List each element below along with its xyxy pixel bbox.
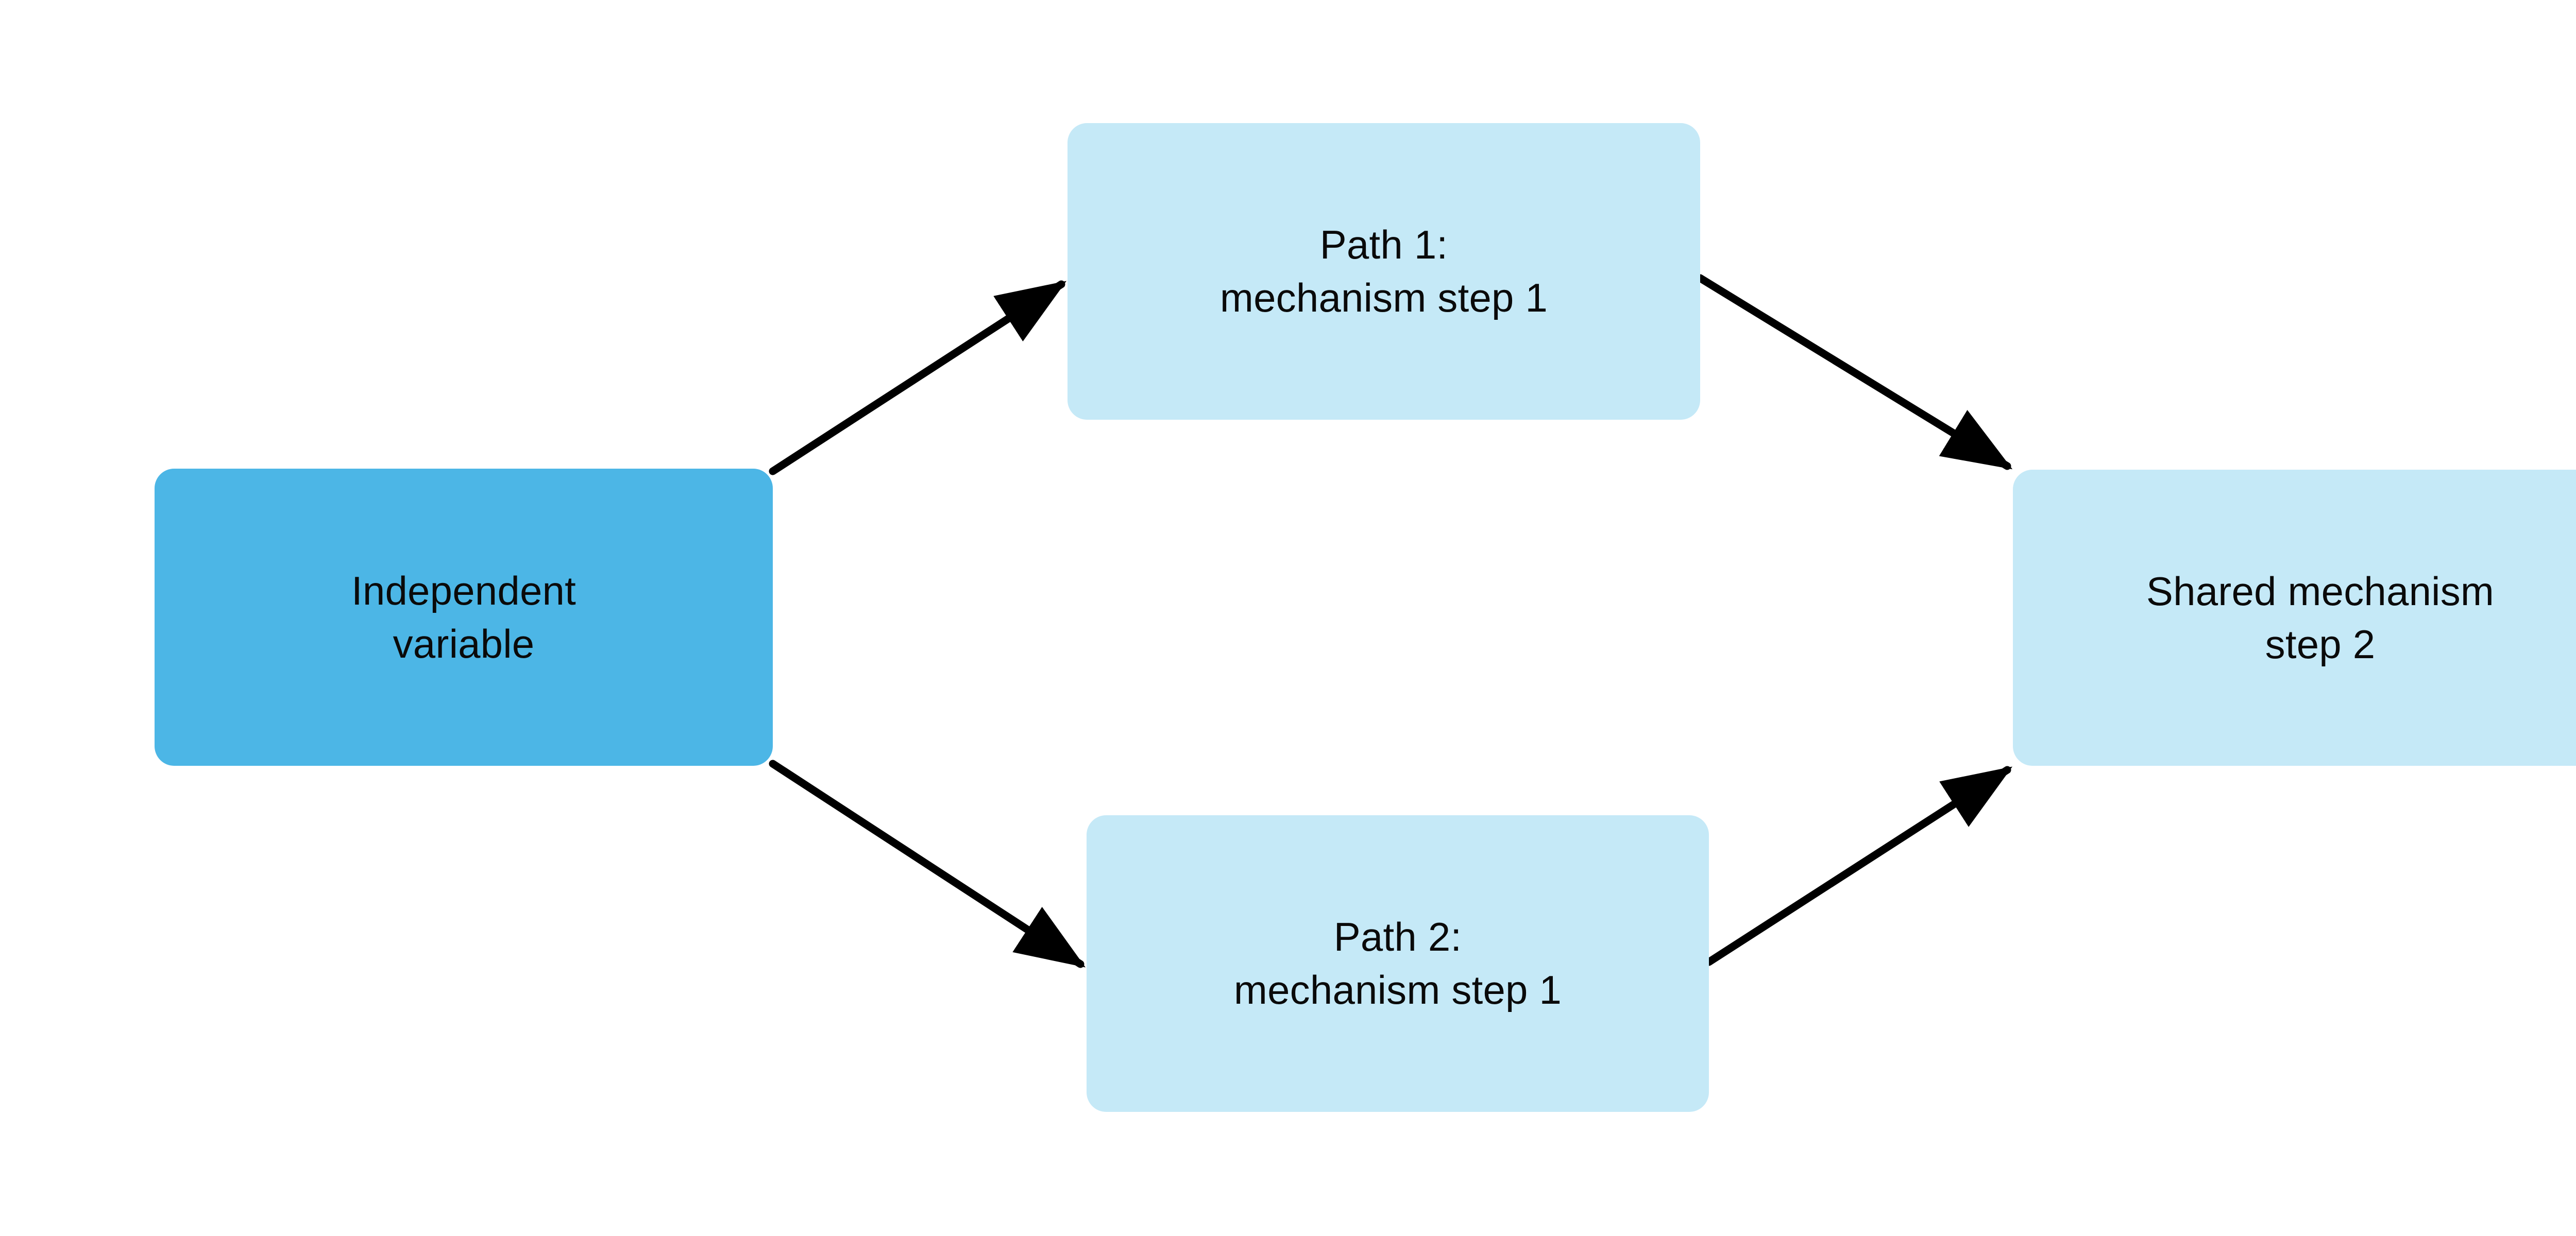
node-path-2-mechanism-step-1[interactable]: Path 2: mechanism step 1 [1087,815,1709,1112]
edge-independent-to-path1 [769,280,1067,475]
edge-path1-to-shared [1696,274,2013,470]
node-shared-mechanism-step-2-label: Shared mechanism step 2 [2146,568,2495,667]
node-path-1-mechanism-step-1[interactable]: Path 1: mechanism step 1 [1067,123,1700,420]
node-shared-mechanism-step-2[interactable]: Shared mechanism step 2 [2013,470,2576,766]
node-path-1-mechanism-step-1-label: Path 1: mechanism step 1 [1219,222,1548,320]
node-independent-variable-label: Independent variable [351,568,576,666]
node-independent-variable[interactable]: Independent variable [155,469,773,766]
node-path-2-mechanism-step-1-label: Path 2: mechanism step 1 [1233,914,1562,1012]
edge-path2-to-shared [1705,766,2013,966]
edge-independent-to-path2 [769,760,1086,968]
